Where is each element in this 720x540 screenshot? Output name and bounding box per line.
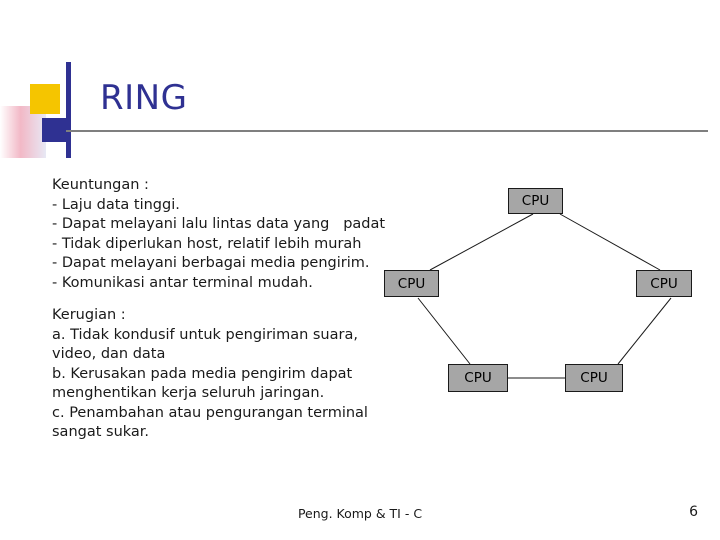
node-cpu-bottom-left: CPU bbox=[448, 364, 508, 392]
disadvantages-text: Kerugian : a. Tidak kondusif untuk pengi… bbox=[52, 307, 368, 440]
blue-square-icon bbox=[42, 118, 66, 142]
advantages-text: Keuntungan : - Laju data tinggi. - Dapat… bbox=[52, 177, 386, 291]
header-decoration bbox=[0, 62, 90, 158]
gradient-swatch bbox=[0, 106, 46, 158]
node-label: CPU bbox=[650, 275, 678, 292]
title-divider bbox=[66, 130, 708, 132]
node-cpu-top: CPU bbox=[508, 188, 563, 214]
node-label: CPU bbox=[397, 275, 426, 292]
footer-text: Peng. Komp & TI - C bbox=[297, 506, 423, 521]
node-cpu-left: CPU bbox=[384, 270, 439, 297]
blue-vertical-bar bbox=[66, 62, 71, 158]
ring-topology-diagram: CPU CPU CPU CPU CPU bbox=[378, 182, 698, 412]
yellow-square-icon bbox=[30, 84, 60, 114]
node-cpu-right: CPU bbox=[636, 270, 692, 297]
node-label: CPU bbox=[580, 370, 608, 386]
node-label: CPU bbox=[521, 193, 550, 209]
node-cpu-bottom-right: CPU bbox=[565, 364, 623, 392]
ring-connection-lines bbox=[417, 213, 672, 379]
page-number: 6 bbox=[689, 504, 698, 520]
page-title: RING bbox=[100, 78, 188, 118]
node-label: CPU bbox=[464, 370, 492, 386]
